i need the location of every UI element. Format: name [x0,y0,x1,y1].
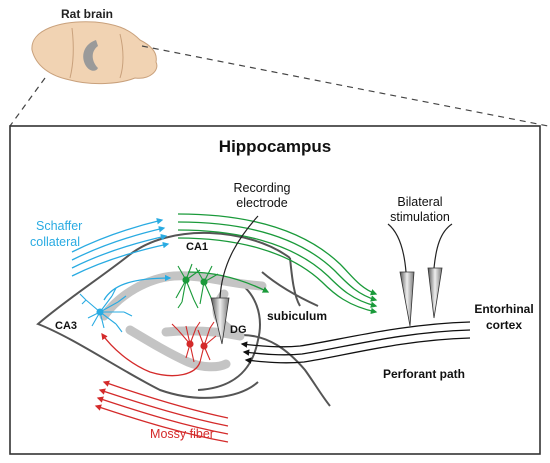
recording-electrode [210,215,259,345]
perforant-path-arrows [240,321,471,364]
schaffer-collateral-arrows [71,218,172,301]
dg-label: DG [230,324,247,336]
recording-electrode-label-2: electrode [236,196,287,210]
green-projection-arrows [177,213,378,315]
ca1-label: CA1 [186,241,208,253]
hippocampus-frame [9,125,541,455]
hippocampus-title: Hippocampus [219,137,331,156]
stimulation-electrodes [387,223,453,327]
ca3-neuron [79,287,133,333]
cell-layers [99,271,267,372]
bilateral-stimulation-label-1: Bilateral [397,195,442,209]
subiculum-label: subiculum [267,309,327,323]
rat-brain-label: Rat brain [61,7,113,21]
hippocampus-outline [36,232,331,407]
zoom-lines [9,45,549,127]
mossy-fiber-arrows [94,332,229,443]
perforant-path-label: Perforant path [383,367,465,381]
entorhinal-cortex-label-2: cortex [486,318,522,332]
schaffer-collateral-label-1: Schaffer [36,219,82,233]
dg-neurons [171,321,217,363]
recording-electrode-label-1: Recording [234,181,291,195]
mossy-fiber-label: Mossy fiber [150,427,214,441]
bilateral-stimulation-label-2: stimulation [390,210,450,224]
ca3-label: CA3 [55,320,77,332]
ca1-neurons [175,263,219,309]
entorhinal-cortex-label-1: Entorhinal [474,302,533,316]
schaffer-collateral-label-2: collateral [30,235,80,249]
rat-brain-illustration [31,21,158,85]
